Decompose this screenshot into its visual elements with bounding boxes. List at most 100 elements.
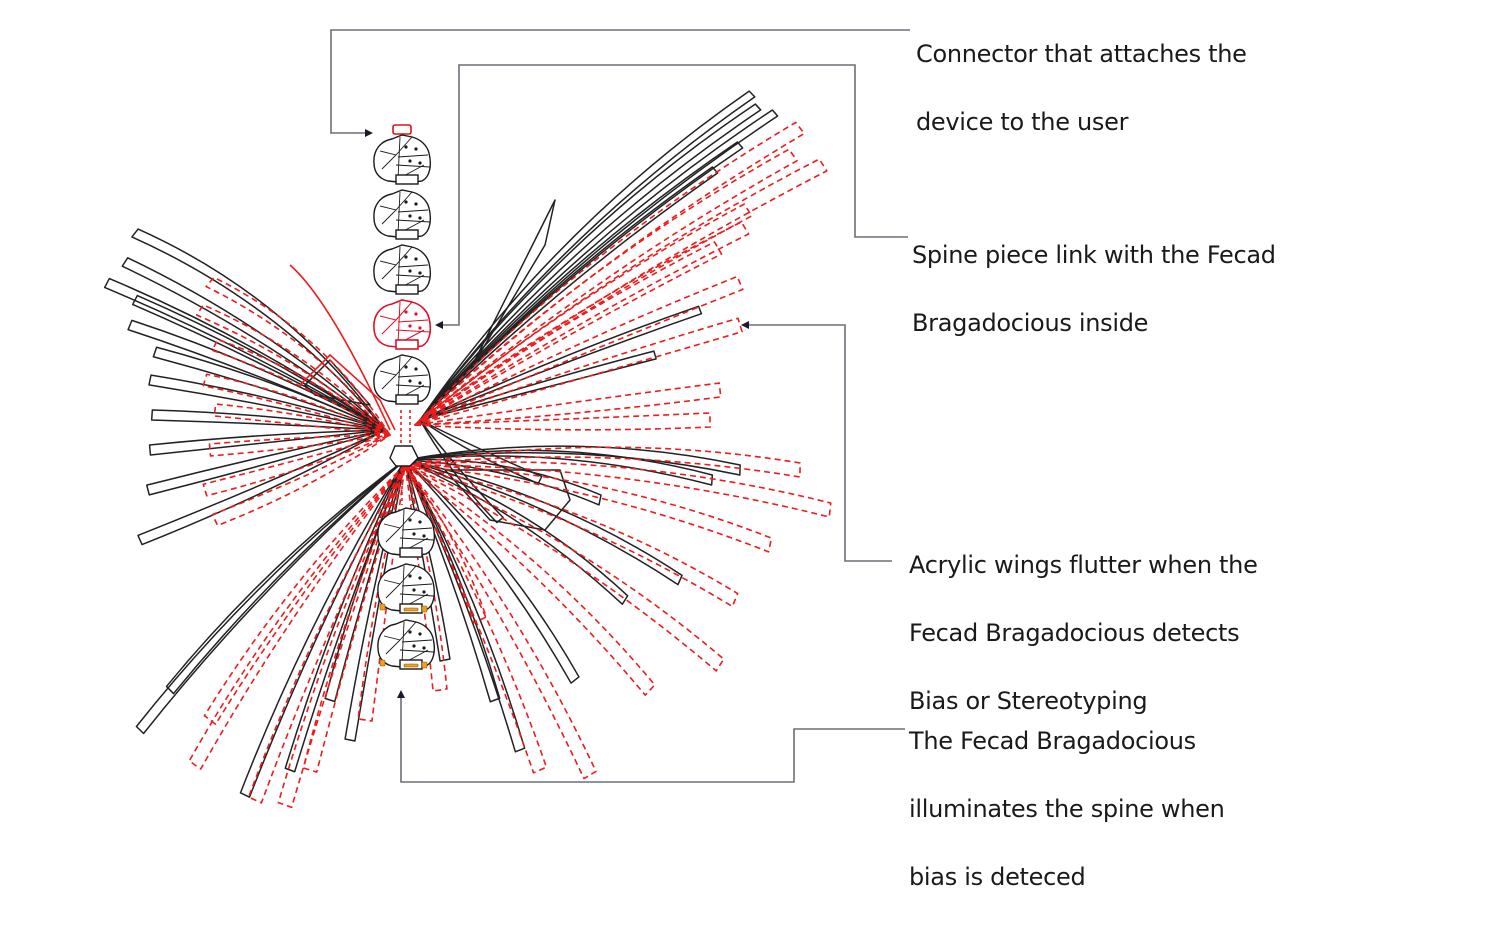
spine-rivet — [418, 216, 422, 220]
wing-feather-accent — [247, 464, 406, 804]
spine-piece-shell — [373, 354, 431, 404]
right-wing — [414, 90, 828, 524]
led-strip — [403, 607, 419, 612]
spine-rivet — [422, 590, 426, 594]
wing-feather — [404, 459, 501, 703]
spine-rivet — [418, 271, 422, 275]
spine-piece-shell — [377, 507, 435, 557]
wing-feather-accent — [404, 464, 656, 696]
wing-feather — [469, 199, 556, 371]
wing-feather-accent — [404, 464, 548, 774]
wing-feather — [239, 459, 406, 798]
wing-feather — [404, 458, 602, 506]
wing-feather — [165, 459, 406, 695]
spine-rivet — [408, 159, 412, 163]
illuminated-spine-pieces — [377, 507, 435, 670]
spine-rivet — [418, 326, 422, 330]
spine — [373, 124, 435, 670]
wing-feather-accent — [414, 121, 806, 426]
wing-feather — [148, 374, 386, 431]
spine-rivet — [418, 632, 422, 636]
spine-rivet — [414, 147, 418, 151]
wing-feather — [419, 103, 762, 421]
led-node — [379, 659, 386, 667]
wing-feather-accent — [211, 338, 391, 436]
wing-feather-accent — [414, 382, 722, 426]
illuminated-spine-piece — [377, 507, 435, 558]
spine-rivet — [418, 161, 422, 165]
spine-rivet — [418, 520, 422, 524]
wing-feather-accent — [414, 412, 711, 431]
wing-feather — [419, 350, 657, 421]
led-node — [421, 605, 428, 613]
wing-feather — [404, 449, 714, 486]
wing-accent-rib — [289, 264, 391, 431]
spine-piece-panels — [383, 565, 435, 609]
wing-feather — [404, 459, 683, 586]
led-node — [379, 603, 386, 611]
spine-rivet — [408, 630, 412, 634]
spine-rivet — [404, 365, 408, 369]
lower-wings — [135, 445, 832, 809]
wing-feather-accent — [404, 464, 725, 672]
device-diagram — [103, 29, 910, 809]
spine-rivet — [404, 145, 408, 149]
wing-feather — [404, 445, 741, 476]
spine-rivet — [408, 324, 412, 328]
left-wing — [103, 228, 396, 546]
wing-feather — [131, 228, 386, 431]
wing-feather-accent — [203, 464, 406, 726]
wing-feather-accent — [414, 241, 723, 426]
spine-piece-panels — [379, 246, 431, 290]
spine-rivet — [412, 644, 416, 648]
arrow-up-icon — [397, 690, 405, 698]
wing-feather — [419, 166, 719, 421]
callout-connector-line-1: Connector that attaches the — [916, 40, 1247, 68]
arrow-left-icon — [435, 321, 443, 329]
leader-wings — [741, 321, 892, 562]
spine-rivet — [408, 574, 412, 578]
spine-piece-band — [395, 229, 419, 240]
wing-feather-accent — [414, 148, 798, 426]
spine-piece-band — [395, 284, 419, 295]
callout-wings-line-2: Fecad Bragadocious detects — [909, 619, 1240, 647]
spine-piece-panels — [379, 301, 431, 345]
wing-feather-accent — [404, 461, 832, 518]
spine-rivet — [408, 214, 412, 218]
spine-rivet — [408, 518, 412, 522]
callout-wings-line-1: Acrylic wings flutter when the — [909, 551, 1258, 579]
spine-piece — [373, 244, 431, 295]
spine-piece-panels — [383, 621, 435, 665]
callout-wings: Acrylic wings flutter when the Fecad Bra… — [909, 514, 1258, 752]
spine-piece-panels — [379, 191, 431, 235]
led-node — [421, 661, 428, 669]
callout-illuminate: The Fecad Bragadocious illuminates the s… — [909, 690, 1225, 928]
wing-feather-accent — [414, 158, 828, 426]
spine-piece-shell — [373, 244, 431, 294]
wing-feather-accent — [404, 446, 801, 478]
spine-joint-hub — [389, 410, 419, 505]
spine-piece-band — [395, 394, 419, 405]
arrow-left-icon — [741, 321, 749, 329]
wing-feather-accent — [302, 464, 406, 773]
spine-piece-shell — [373, 189, 431, 239]
callout-illuminate-line-1: The Fecad Bragadocious — [909, 727, 1196, 755]
spine-rivet — [414, 367, 418, 371]
spine-rivet — [412, 588, 416, 592]
leader-lines — [330, 29, 910, 783]
spine-rivet — [414, 312, 418, 316]
wing-feather-accent — [414, 203, 753, 426]
wing-feather-accent — [414, 317, 743, 426]
spine-rivet — [418, 381, 422, 385]
wing-feather — [135, 459, 406, 735]
spine-piece-band — [395, 339, 419, 350]
wing-feather-accent — [188, 464, 406, 770]
callout-illuminate-line-3: bias is deteced — [909, 863, 1086, 891]
connector-tab — [392, 124, 412, 135]
callout-connector-line-2: device to the user — [916, 108, 1129, 136]
led-strip — [403, 663, 419, 668]
wing-feather-accent — [205, 276, 391, 436]
wing-feather — [121, 257, 386, 431]
spine-piece-shell — [373, 134, 431, 184]
leader-illuminate — [397, 690, 905, 783]
